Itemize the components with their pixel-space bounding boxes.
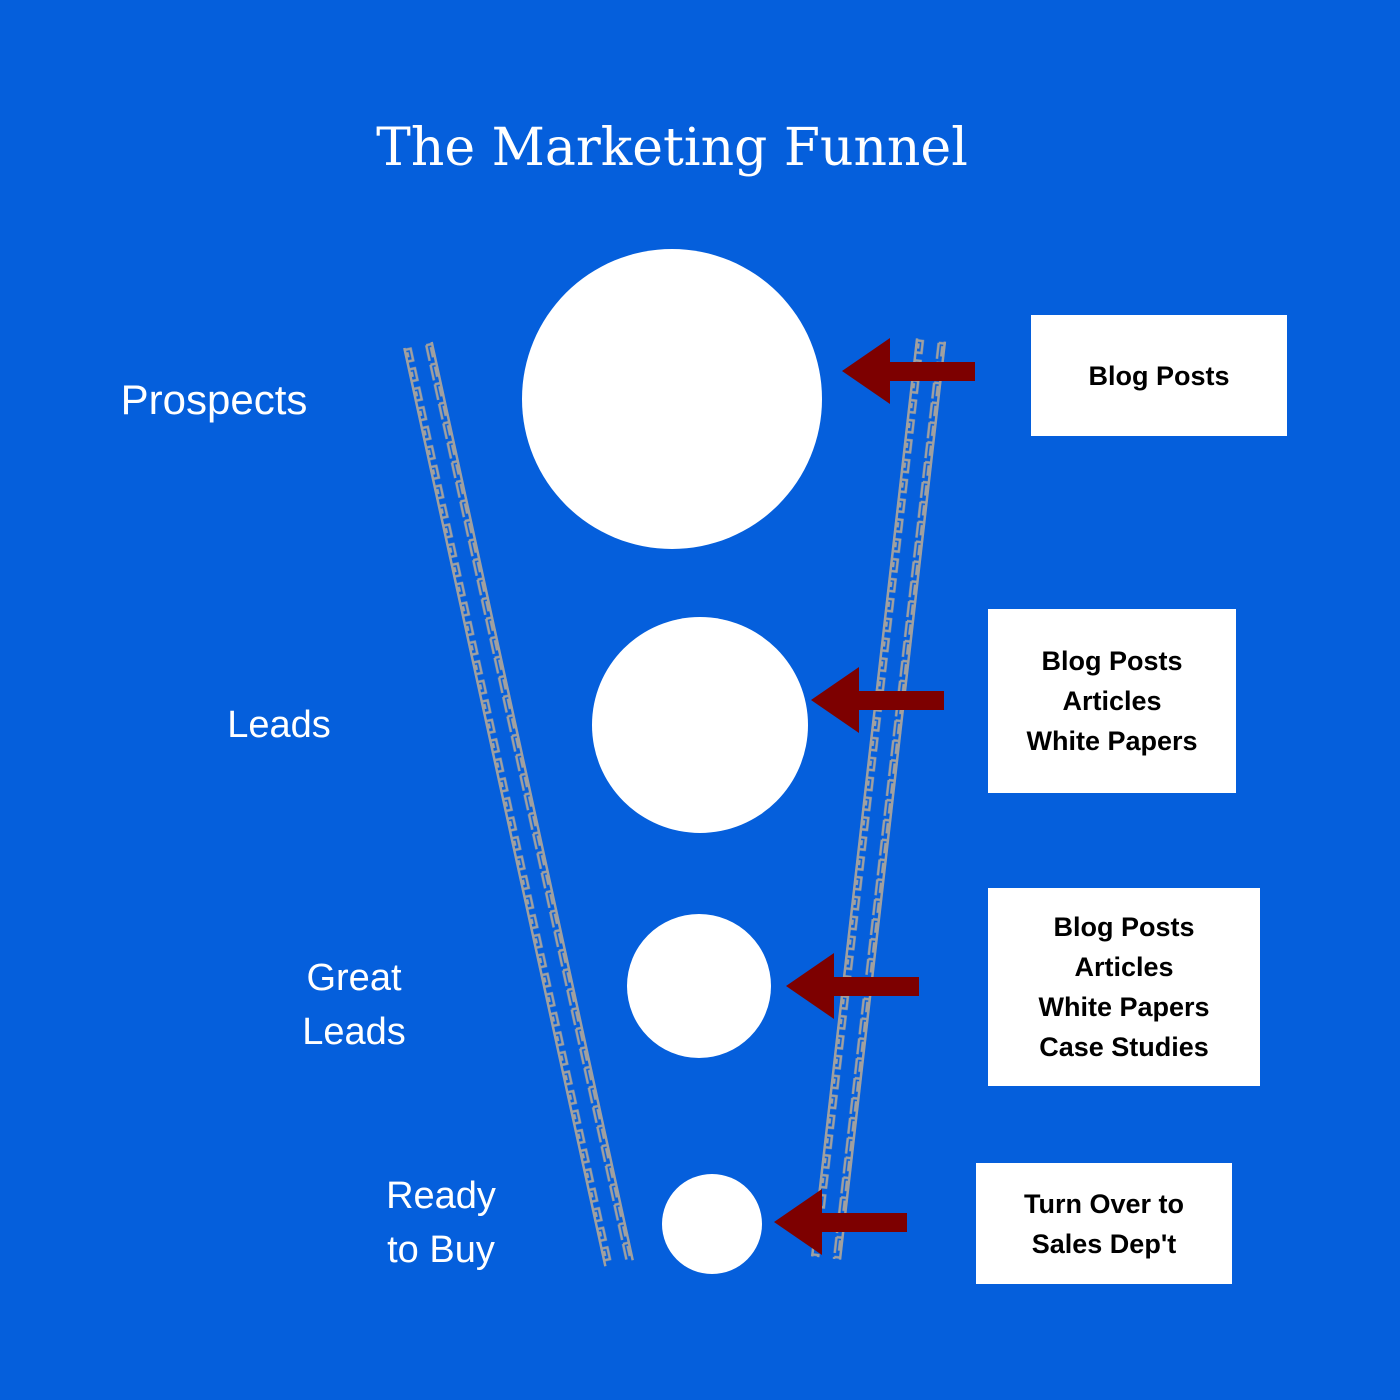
great-leads-circle xyxy=(627,914,771,1058)
content-line: Sales Dep't xyxy=(1031,1228,1177,1259)
content-line: Articles xyxy=(1062,686,1162,716)
content-line: Blog Posts xyxy=(1088,360,1230,391)
funnel-left-border xyxy=(403,341,634,1267)
arrow-left-icon xyxy=(774,1189,907,1255)
leads-circle xyxy=(592,617,808,833)
content-box-prospects: Blog Posts xyxy=(1031,315,1287,436)
content-line: Blog Posts xyxy=(1053,912,1195,942)
content-box-leads: Blog Posts Articles White Papers xyxy=(988,609,1236,793)
content-line: Articles xyxy=(1074,952,1174,982)
arrow-left-icon xyxy=(842,338,975,404)
ready-to-buy-circle xyxy=(662,1174,762,1274)
label-line: Leads xyxy=(302,1011,406,1053)
content-box-ready-to-buy: Turn Over to Sales Dep't xyxy=(976,1163,1232,1284)
stage-label-ready-to-buy: Ready to Buy xyxy=(341,1169,541,1277)
arrow-left-icon xyxy=(811,667,944,733)
label-line: Great xyxy=(306,957,402,999)
stage-label-leads: Leads xyxy=(179,698,379,752)
label-line: to Buy xyxy=(387,1229,495,1271)
stage-label-prospects: Prospects xyxy=(104,373,324,427)
content-line: White Papers xyxy=(1038,992,1210,1022)
label-line: Ready xyxy=(386,1175,496,1217)
stage-label-great-leads: Great Leads xyxy=(254,951,454,1059)
page-title: The Marketing Funnel xyxy=(376,118,968,178)
content-box-great-leads: Blog Posts Articles White Papers Case St… xyxy=(988,888,1260,1086)
funnel-right-border xyxy=(810,338,947,1260)
prospects-circle xyxy=(522,249,822,549)
content-line: Turn Over to xyxy=(1023,1188,1184,1219)
content-line: Case Studies xyxy=(1039,1032,1209,1062)
content-line: Blog Posts xyxy=(1041,646,1183,676)
arrow-left-icon xyxy=(786,953,919,1019)
label-line: Leads xyxy=(227,704,331,746)
label-line: Prospects xyxy=(120,376,308,423)
content-line: White Papers xyxy=(1026,726,1198,756)
